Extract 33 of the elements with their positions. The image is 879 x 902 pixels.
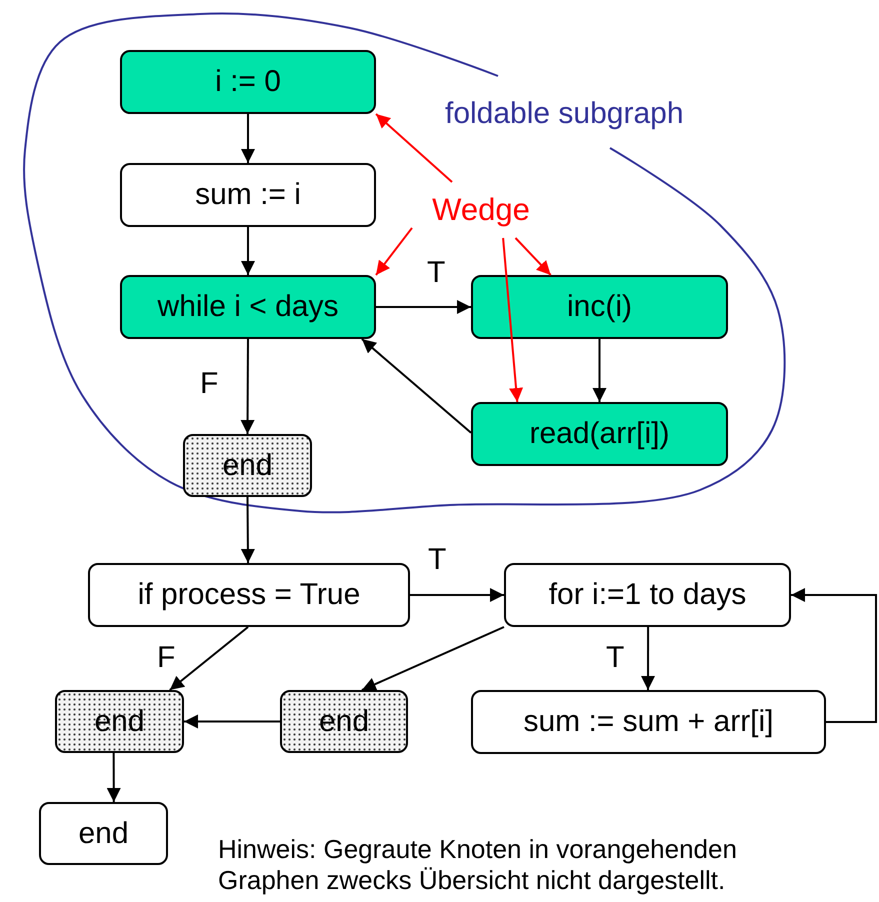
arrow	[592, 339, 606, 402]
leader-line	[375, 113, 453, 183]
group-label: foldable subgraph	[445, 97, 684, 131]
arrow	[169, 626, 249, 691]
grayed-process-box: end	[55, 690, 184, 753]
grayed-process-box: end	[183, 434, 312, 497]
arrow	[410, 588, 504, 602]
process-box: if process = True	[88, 563, 410, 627]
process-box: sum := i	[120, 163, 376, 227]
process-box: for i:=1 to days	[504, 563, 791, 627]
highlighted-process-box: read(arr[i])	[471, 402, 728, 466]
leader-line	[502, 238, 524, 402]
highlighted-process-box: i := 0	[120, 50, 376, 114]
highlighted-process-box: inc(i)	[471, 275, 728, 339]
arrow	[106, 753, 121, 802]
arrow	[240, 497, 255, 564]
arrow	[361, 338, 472, 434]
arrow	[362, 626, 504, 691]
highlighted-process-box: while i < days	[120, 275, 376, 339]
arrow	[376, 300, 471, 314]
grayed-process-box: end	[280, 690, 408, 753]
arrow	[241, 227, 255, 275]
leader-line	[375, 227, 413, 276]
arrow	[241, 114, 255, 163]
arrow	[240, 339, 255, 434]
arrow	[641, 627, 656, 690]
callout-text: Wedge	[412, 182, 550, 238]
note-text: Hinweis: Gegraute Knoten in vorangehenden Graphen zwecks Übersicht nicht dargestellt.	[218, 834, 738, 896]
arrow	[791, 588, 877, 723]
process-box: sum := sum + arr[i]	[471, 690, 826, 754]
arrow	[184, 714, 280, 728]
process-box: end	[39, 802, 168, 865]
leader-line	[514, 237, 552, 276]
